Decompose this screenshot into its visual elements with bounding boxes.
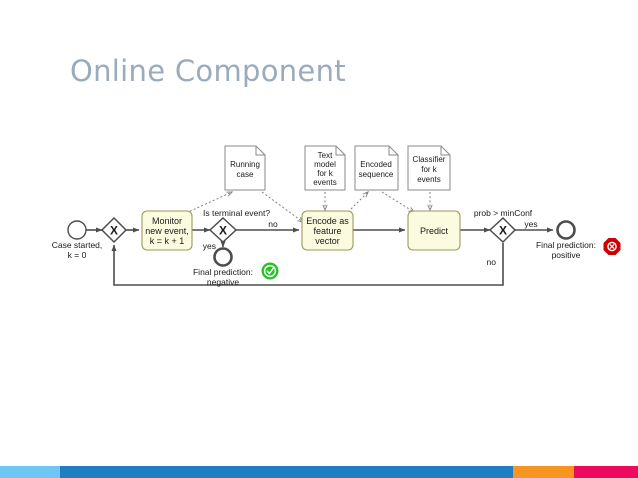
task-monitor-box[interactable]	[141, 210, 193, 251]
gateway-prob-minconf-diamond[interactable]	[488, 216, 517, 244]
start-event-label-line1: Case started,	[52, 240, 103, 250]
data-object-text-model-fold	[335, 146, 345, 156]
cross-badge-x	[609, 244, 615, 249]
data-object-text-model-line2: model	[314, 160, 336, 169]
data-object-text-model-line3: for k	[317, 169, 334, 178]
end-event-negative-label-line1: Final prediction:	[193, 267, 253, 277]
gateway-merge-diamond[interactable]	[100, 216, 128, 244]
data-object-encoded-sequence-fold	[388, 146, 398, 156]
assoc-monitor-to-running-case	[185, 192, 232, 214]
flow-label-terminal-no: no	[268, 219, 278, 229]
data-object-classifier[interactable]: Classifier for k events	[407, 145, 451, 191]
end-event-positive-label-line1: Final prediction:	[536, 240, 596, 250]
footer-segment-light-blue	[0, 466, 60, 478]
data-object-text-model-shape[interactable]	[304, 145, 346, 191]
data-object-encoded-sequence-line2: sequence	[359, 170, 394, 179]
flow-label-minconf-yes: yes	[524, 219, 537, 229]
gateway-merge-symbol: X	[110, 224, 118, 238]
flow-minconf-no-loopback	[111, 243, 504, 286]
end-event-positive[interactable]: Final prediction: positive	[536, 220, 596, 261]
task-monitor-line2: new event,	[145, 226, 189, 236]
check-badge	[261, 262, 279, 280]
end-event-negative[interactable]: Final prediction: negative	[193, 247, 253, 288]
cross-badge-inner	[607, 241, 617, 252]
start-event[interactable]: Case started, k = 0	[52, 220, 103, 260]
task-predict[interactable]: Predict	[407, 210, 461, 251]
end-event-negative-circle[interactable]	[213, 247, 233, 267]
footer-color-bar	[0, 466, 638, 478]
data-object-classifier-shape[interactable]	[407, 145, 451, 191]
page-title: Online Component	[70, 54, 346, 88]
gateway-is-terminal[interactable]: X Is terminal event? yes no	[203, 208, 278, 251]
footer-segment-blue	[60, 466, 513, 478]
gateway-prob-minconf-label: prob > minConf	[474, 208, 533, 218]
assoc-running-case-to-encode	[261, 191, 303, 222]
data-object-classifier-fold	[440, 146, 450, 156]
task-monitor-line1: Monitor	[152, 216, 182, 226]
task-encode[interactable]: Encode as feature vector	[301, 210, 354, 251]
data-object-classifier-line1: Classifier	[413, 155, 446, 164]
assoc-encoded-sequence-to-predict	[381, 191, 414, 212]
start-event-label-line2: k = 0	[68, 250, 87, 260]
end-event-positive-label-line2: positive	[552, 250, 581, 260]
data-object-classifier-line2: for k	[421, 165, 438, 174]
task-encode-line3: vector	[315, 236, 340, 246]
data-object-running-case-line2: case	[237, 170, 254, 179]
gateway-prob-minconf[interactable]: X prob > minConf yes no	[474, 208, 538, 267]
task-predict-line1: Predict	[420, 226, 449, 236]
data-associations	[185, 191, 430, 222]
task-encode-box[interactable]	[301, 210, 354, 251]
gateway-is-terminal-diamond[interactable]	[208, 216, 238, 244]
bpmn-diagram: Case started, k = 0 X Monitor new event,…	[52, 145, 621, 288]
sequence-flows	[86, 227, 554, 286]
check-badge-checkmark	[266, 267, 274, 275]
data-object-text-model[interactable]: Text model for k events	[304, 145, 346, 191]
end-event-negative-label-line2: negative	[207, 277, 239, 287]
end-event-positive-circle[interactable]	[556, 220, 576, 240]
task-monitor-line3: k = k + 1	[150, 236, 185, 246]
flow-label-minconf-no: no	[487, 257, 497, 267]
check-badge-inner	[263, 264, 277, 278]
data-object-encoded-sequence[interactable]: Encoded sequence	[354, 145, 399, 191]
flow-label-terminal-yes: yes	[203, 241, 216, 251]
footer-segment-orange	[513, 466, 574, 478]
data-object-encoded-sequence-line1: Encoded	[360, 160, 392, 169]
data-object-running-case-shape[interactable]	[224, 145, 266, 191]
start-event-circle[interactable]	[67, 220, 87, 240]
gateway-is-terminal-symbol: X	[219, 224, 227, 238]
data-object-running-case-fold	[255, 146, 265, 156]
data-object-running-case[interactable]: Running case	[224, 145, 266, 191]
assoc-encode-to-encoded-sequence	[347, 192, 368, 213]
gateway-prob-minconf-symbol: X	[499, 224, 507, 238]
cross-badge	[603, 238, 621, 255]
data-object-text-model-line4: events	[313, 178, 337, 187]
footer-segment-pink	[574, 466, 638, 478]
task-predict-box[interactable]	[407, 210, 461, 251]
gateway-merge[interactable]: X	[100, 216, 128, 244]
data-object-text-model-line1: Text	[318, 151, 333, 160]
gateway-is-terminal-label: Is terminal event?	[203, 208, 270, 218]
task-encode-line1: Encode as	[306, 216, 349, 226]
data-object-running-case-line1: Running	[230, 160, 260, 169]
task-monitor[interactable]: Monitor new event, k = k + 1	[141, 210, 193, 251]
data-object-encoded-sequence-shape[interactable]	[354, 145, 399, 191]
data-object-classifier-line3: events	[417, 175, 441, 184]
task-encode-line2: feature	[313, 226, 341, 236]
